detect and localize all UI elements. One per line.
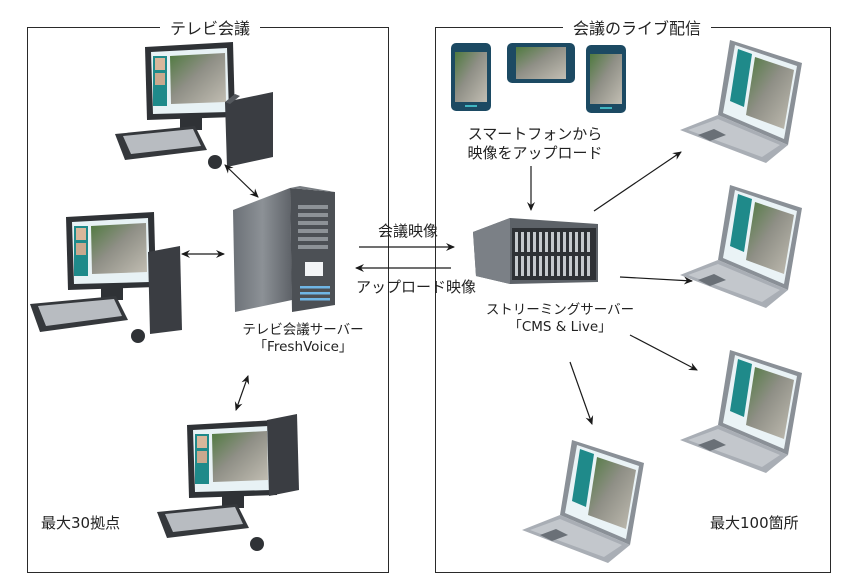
- tv-conference-title: テレビ会議: [160, 15, 261, 39]
- laptop-icon: [680, 350, 802, 473]
- laptop-icon: [680, 185, 802, 308]
- desktop-pc-icon: [157, 414, 299, 551]
- tv-server-name: テレビ会議サーバー: [242, 322, 364, 338]
- smartphone-upload-line1: スマートフォンから: [467, 125, 603, 143]
- arrow-to-laptop-3: [629, 334, 698, 371]
- arrow-to-laptop-1: [593, 151, 682, 212]
- smartphone-upload-line2: 映像をアップロード: [467, 144, 603, 162]
- arrow-to-laptop-2: [619, 276, 693, 285]
- streaming-capacity-label: 最大100箇所: [710, 514, 799, 532]
- smartphone-icon: [451, 43, 491, 111]
- streaming-server-product: 「CMS & Live」: [508, 319, 612, 335]
- arrow-tower-pc3: [234, 375, 250, 411]
- rack-server-icon: [473, 218, 598, 284]
- smartphone-icon: [586, 45, 626, 113]
- arrow-to-laptop-4: [569, 361, 594, 425]
- desktop-pc-icon: [30, 212, 182, 343]
- desktop-pc-icon: [115, 42, 273, 169]
- tv-server-product: 「FreshVoice」: [253, 339, 353, 355]
- conference-video-label: 会議映像: [378, 222, 439, 240]
- upload-video-label: アップロード映像: [356, 278, 477, 296]
- tower-server-icon: [233, 186, 335, 312]
- streaming-server-label: ストリーミングサーバー 「CMS & Live」: [470, 302, 650, 336]
- tv-capacity-label: 最大30拠点: [41, 514, 121, 532]
- smartphone-upload-label: スマートフォンから 映像をアップロード: [455, 125, 615, 163]
- laptop-icon: [680, 40, 802, 163]
- live-streaming-title: 会議のライブ配信: [563, 15, 712, 39]
- arrow-pc1-tower: [224, 164, 259, 198]
- streaming-server-name: ストリーミングサーバー: [485, 302, 635, 318]
- tv-server-label: テレビ会議サーバー 「FreshVoice」: [218, 322, 388, 356]
- smartphone-icon: [507, 43, 575, 83]
- laptop-icon: [522, 440, 644, 563]
